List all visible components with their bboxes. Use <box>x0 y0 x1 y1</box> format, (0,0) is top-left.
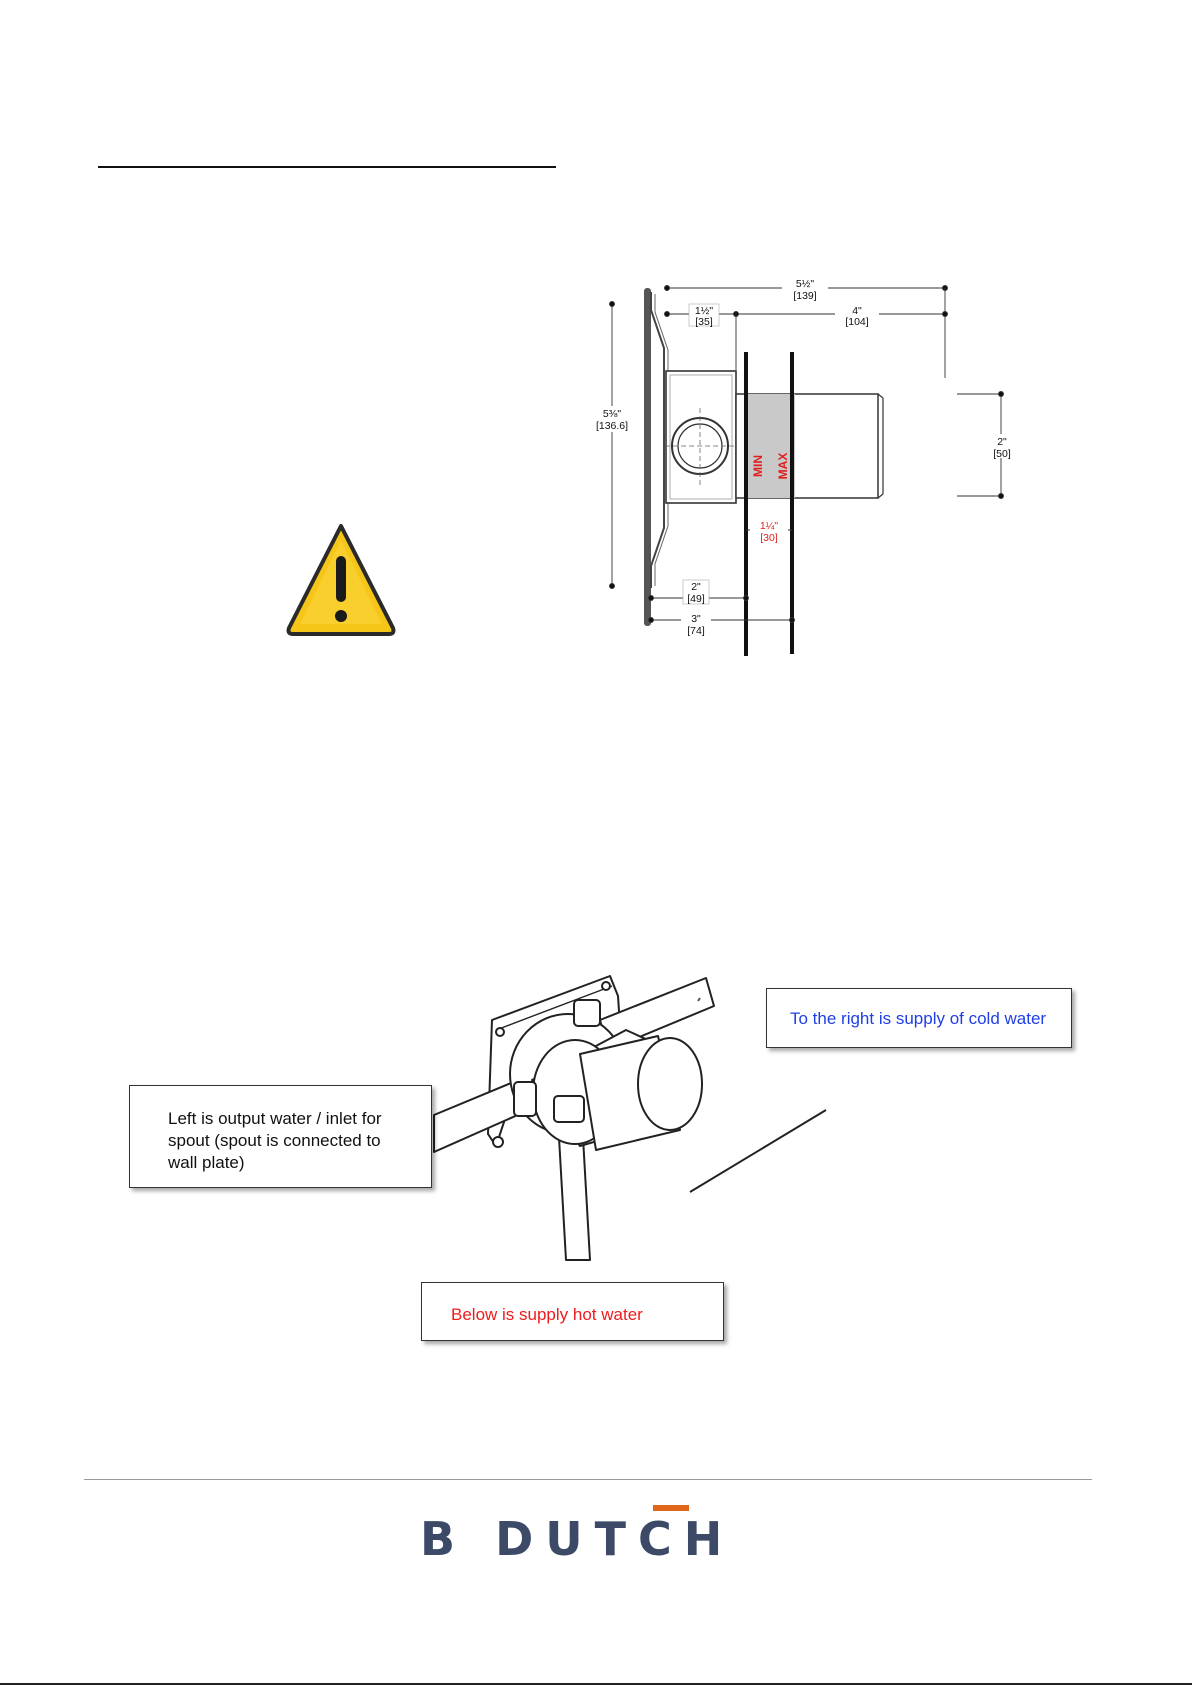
finished-wall <box>644 288 651 626</box>
dim-diameter-imperial: 2" <box>997 436 1007 448</box>
dim-inner-depth-metric: [35] <box>695 316 713 328</box>
dim-total-width-metric: [139] <box>793 290 816 302</box>
min-max-zone <box>746 394 795 498</box>
min-label: MIN <box>751 455 765 477</box>
max-label: MAX <box>776 453 790 480</box>
dim-height-metric: [136.6] <box>596 420 628 432</box>
dim-diameter-metric: [50] <box>993 448 1011 460</box>
dim-max-depth-imperial: 3" <box>691 613 701 625</box>
installation-dimension-drawing: MIN MAX 5½" [139] 1½" [35] 4" [104] 5⅜" … <box>585 270 1025 662</box>
brand-logo: B DUTCH <box>420 1512 790 1560</box>
outlet-callout-line-1: Left is output water / inlet for <box>168 1108 401 1130</box>
footer-divider <box>84 1479 1092 1480</box>
dim-min-depth-metric: [49] <box>687 593 705 605</box>
dim-total-width-imperial: 5½" <box>796 278 815 290</box>
valve-sleeve-cap <box>638 1038 702 1130</box>
outlet-water-callout: Left is output water / inlet for spout (… <box>129 1085 432 1188</box>
heading-underline <box>98 166 556 168</box>
dim-max-depth-metric: [74] <box>687 625 705 637</box>
dim-range-imperial: 1¼" <box>760 520 779 532</box>
dim-min-depth-imperial: 2" <box>691 581 701 593</box>
logo-text: B DUTCH <box>420 1512 734 1566</box>
outlet-callout-line-2: spout (spout is connected to <box>168 1130 401 1152</box>
cold-water-callout: To the right is supply of cold water <box>766 988 1072 1048</box>
dim-range-metric: [30] <box>760 532 778 544</box>
logo-accent-bar <box>653 1505 689 1511</box>
dim-body-length-metric: [104] <box>845 316 868 328</box>
outlet-callout-line-3: wall plate) <box>168 1152 401 1174</box>
hot-water-callout: Below is supply hot water <box>421 1282 724 1341</box>
hot-water-leader-line <box>690 1110 826 1192</box>
dim-height-imperial: 5⅜" <box>603 408 622 420</box>
warning-icon <box>285 522 397 638</box>
